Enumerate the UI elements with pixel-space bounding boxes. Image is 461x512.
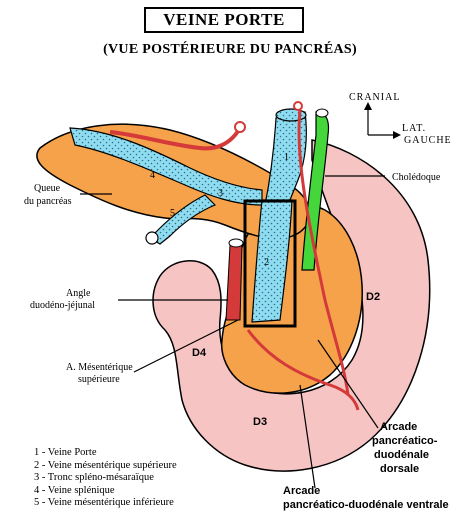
number-5: 5: [170, 208, 175, 219]
label-d2: D2: [366, 291, 380, 303]
orientation-right-label-2: GAUCHE: [404, 135, 452, 146]
legend-item: 2 - Veine mésentérique supérieure: [34, 459, 177, 471]
arcade-dorsale: [297, 109, 350, 396]
portal-vein-top: [275, 108, 307, 122]
superior-mesenteric-artery: [225, 244, 243, 321]
highlight-box: [243, 199, 297, 328]
number-4: 4: [150, 170, 155, 181]
number-2: 2: [264, 257, 269, 268]
label-arcade-dorsale-3: duodénale: [374, 449, 429, 461]
label-d4: D4: [192, 347, 207, 359]
duodenum: [152, 139, 431, 472]
label-queue-2: du pancréas: [24, 196, 72, 207]
legend-item: 3 - Tronc spléno-mésaraïque: [34, 472, 154, 483]
label-queue-1: Queue: [34, 183, 61, 194]
label-angle-1: Angle: [66, 288, 91, 299]
splenic-artery: [109, 126, 242, 151]
label-arcade-ventrale-1: Arcade: [283, 485, 320, 497]
arcade-cut-end: [293, 101, 303, 111]
page-title: VEINE PORTE: [163, 10, 285, 29]
label-mesenterique-1: A. Mésentérique: [66, 362, 133, 373]
number-3: 3: [218, 188, 223, 199]
legend-item: 4 - Veine splénique: [34, 484, 115, 496]
legend: 1 - Veine Porte 2 - Veine mésentérique s…: [34, 447, 177, 510]
orientation-right-label-1: LAT.: [402, 123, 426, 134]
legend-item: 1 - Veine Porte: [34, 447, 97, 458]
imv-cut-end: [145, 231, 159, 245]
arcade-ventrale: [246, 329, 360, 411]
title-box: VEINE PORTE: [144, 7, 304, 33]
label-choledoque: Cholédoque: [392, 172, 441, 183]
leader-lines: [80, 175, 385, 489]
artery-cut-end: [234, 121, 246, 133]
label-arcade-ventrale-2: pancréatico-duodénale ventrale: [283, 499, 449, 511]
splenic-vein: [69, 127, 263, 206]
subtitle: (VUE POSTÉRIEURE DU PANCRÉAS): [103, 42, 357, 57]
inferior-mesenteric-vein: [149, 194, 217, 245]
legend-item: 5 - Veine mésentérique inférieure: [34, 497, 174, 508]
sma-cut-end: [228, 238, 244, 248]
label-arcade-dorsale-1: Arcade: [380, 421, 417, 433]
bile-duct-top: [315, 108, 329, 118]
label-arcade-dorsale-2: pancréatico-: [372, 435, 438, 447]
label-angle-2: duodéno-jéjunal: [30, 300, 95, 311]
orientation-indicator: [364, 102, 401, 139]
superior-mesenteric-vein: [251, 199, 293, 323]
label-mesenterique-2: supérieure: [78, 374, 120, 385]
label-d3: D3: [253, 416, 267, 428]
orientation-up-label: CRANIAL: [349, 92, 400, 103]
label-arcade-dorsale-4: dorsale: [380, 463, 419, 475]
number-1: 1: [284, 152, 289, 163]
bile-duct: [301, 111, 330, 271]
